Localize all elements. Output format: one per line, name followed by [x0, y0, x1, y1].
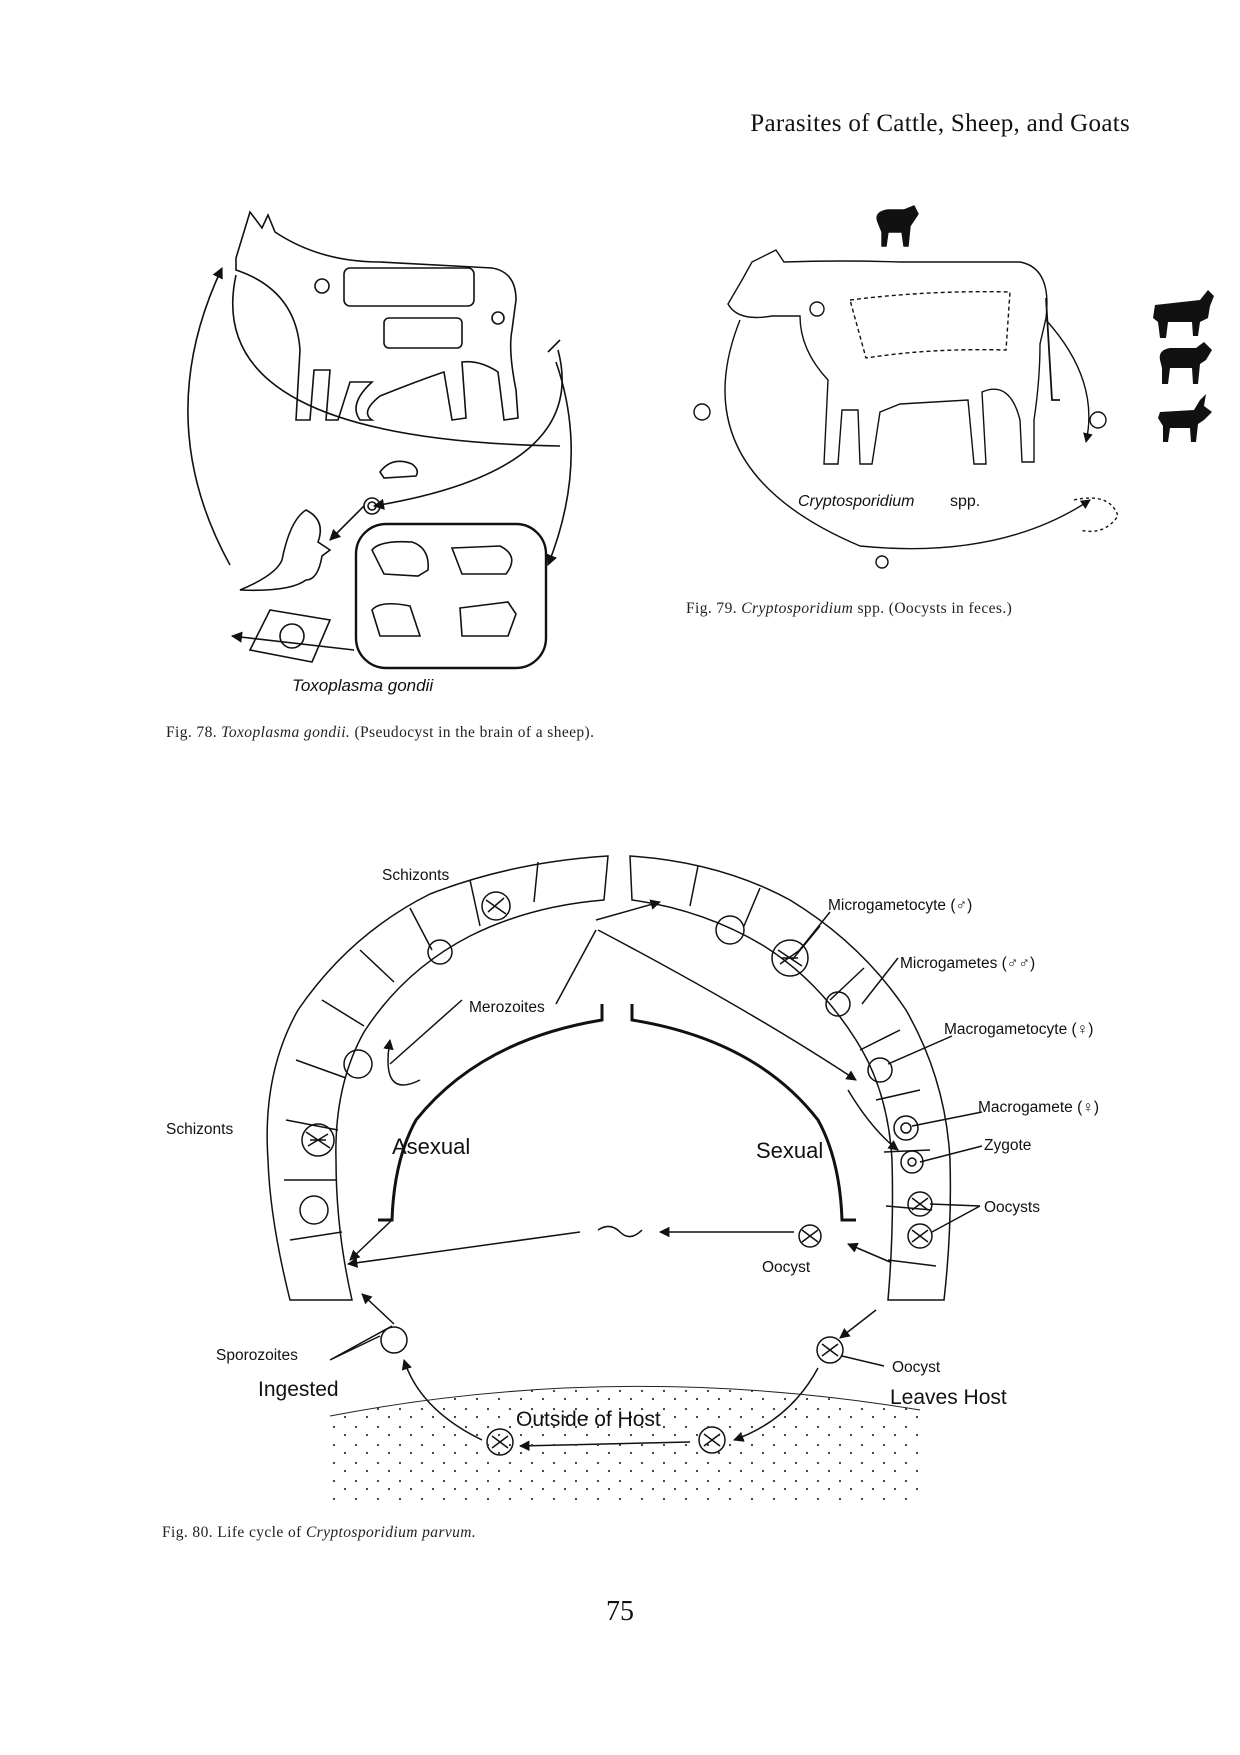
label-macrogametocyte: Macrogametocyte (♀) [944, 1021, 1093, 1038]
mouse-icon [379, 460, 419, 479]
fig78-caption-prefix: Fig. 78. [166, 724, 222, 741]
label-schizonts-top: Schizonts [382, 867, 449, 884]
sheep-silhouette-icon [1159, 342, 1212, 384]
label-outside-of-host: Outside of Host [516, 1408, 661, 1431]
fig80-caption: Fig. 80. Life cycle of Cryptosporidium p… [162, 1522, 862, 1543]
fig79-caption-italic: Cryptosporidium [741, 600, 854, 617]
fig78-caption-rest: (Pseudocyst in the brain of a sheep). [350, 724, 595, 741]
label-microgametocyte: Microgametocyte (♂) [828, 897, 972, 914]
fig79-caption-rest: spp. (Oocysts in feces.) [853, 600, 1013, 617]
calf-outline [727, 249, 1048, 465]
cow-silhouette-icon [1153, 290, 1214, 338]
fig79-caption-prefix: Fig. 79. [686, 600, 742, 617]
label-schizonts-left: Schizonts [166, 1121, 233, 1138]
label-macrogamete: Macrogamete (♀) [978, 1099, 1099, 1116]
page-number: 75 [606, 1596, 634, 1627]
fig78-label: Toxoplasma gondii [292, 676, 434, 695]
sheep-icon-top [876, 205, 919, 247]
fig79-label-rest: spp. [950, 493, 980, 510]
fig80-caption-prefix: Fig. 80. Life cycle of [162, 1524, 306, 1541]
fig80-caption-italic: Cryptosporidium parvum. [305, 1524, 477, 1541]
running-head: Parasites of Cattle, Sheep, and Goats [750, 110, 1130, 137]
goat-silhouette-icon [1158, 394, 1212, 442]
fig80-diagram [266, 855, 983, 1456]
label-merozoites: Merozoites [469, 999, 545, 1016]
fig79-diagram [693, 205, 1119, 569]
fig78-caption: Fig. 78. Toxoplasma gondii. (Pseudocyst … [166, 722, 606, 743]
ground-surface [330, 1386, 920, 1510]
fig79-caption: Fig. 79. Cryptosporidium spp. (Oocysts i… [686, 598, 1106, 619]
right-epithelium [629, 855, 952, 1301]
fig79-label-italic: Cryptosporidium [798, 493, 914, 510]
label-sexual: Sexual [756, 1138, 823, 1163]
label-asexual: Asexual [392, 1134, 470, 1159]
left-epithelium [266, 855, 609, 1301]
fig78-caption-italic: Toxoplasma gondii. [221, 724, 351, 741]
fig78-diagram [187, 210, 572, 670]
label-zygote: Zygote [984, 1137, 1031, 1154]
label-leaves-host: Leaves Host [890, 1386, 1007, 1409]
label-oocyst-right: Oocyst [892, 1359, 941, 1376]
label-microgametes: Microgametes (♂♂) [900, 955, 1035, 972]
human-head-icon [239, 509, 332, 592]
label-oocyst-center: Oocyst [762, 1259, 811, 1276]
label-sporozoites: Sporozoites [216, 1347, 298, 1364]
label-oocysts: Oocysts [984, 1199, 1040, 1216]
cat-outline [235, 210, 519, 421]
label-ingested: Ingested [258, 1378, 339, 1401]
